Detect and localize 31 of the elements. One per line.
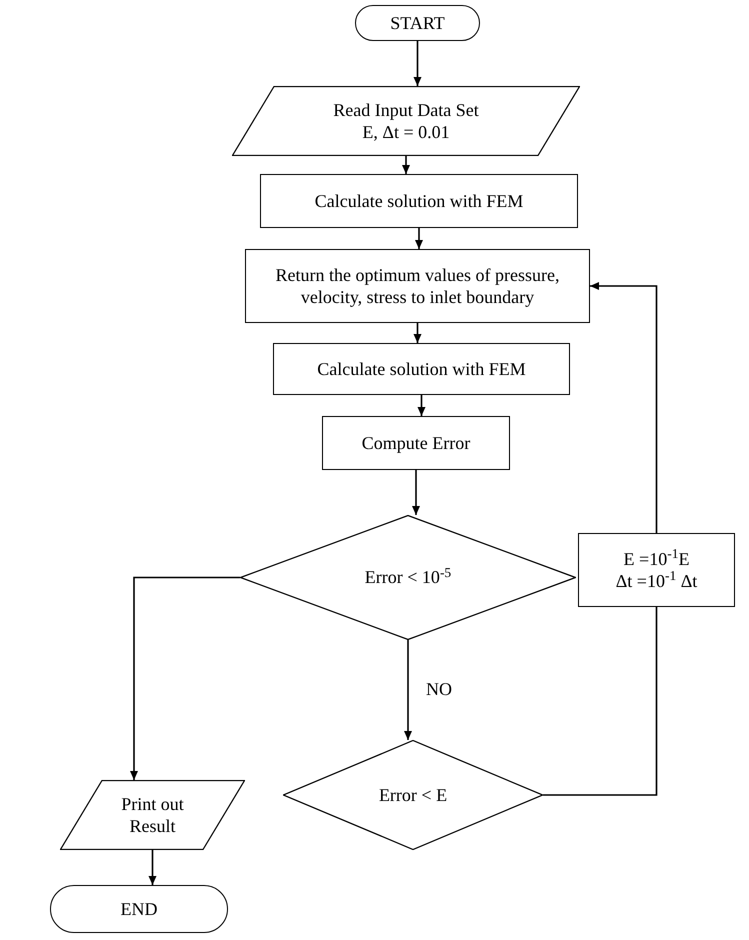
process-box xyxy=(245,249,590,323)
node-text: Print out Result xyxy=(120,792,185,838)
node-text: Read Input Data Set E, Δt = 0.01 xyxy=(332,98,480,144)
arrow xyxy=(590,282,658,533)
arrow xyxy=(148,850,156,885)
arrow xyxy=(412,470,420,515)
node-text: Return the optimum values of pressure, velocity, stress to inlet boundary xyxy=(274,264,560,308)
process-box xyxy=(578,533,735,607)
input-output-parallelogram xyxy=(232,86,580,156)
node-text: Error < E xyxy=(378,784,448,806)
arrow xyxy=(130,576,240,780)
node-text: END xyxy=(120,898,158,920)
arrow xyxy=(414,41,422,86)
node-text: Calculate solution with FEM xyxy=(317,358,526,380)
arrow xyxy=(418,395,426,416)
process-box xyxy=(273,343,570,395)
node-text: Error < 10$^{-5}$ xyxy=(364,566,452,589)
decision-diamond xyxy=(283,740,543,850)
node-text: START xyxy=(390,12,445,34)
node-text: Δt =10$^{-1}$ Δt xyxy=(616,570,698,592)
node-text: Compute Error xyxy=(362,432,470,454)
process-box xyxy=(322,416,510,470)
input-output-parallelogram xyxy=(60,780,245,850)
arrow xyxy=(402,156,410,174)
arrow xyxy=(415,228,423,249)
arrow xyxy=(414,323,422,343)
process-box xyxy=(260,174,578,228)
node-text: Calculate solution with FEM xyxy=(314,190,524,212)
arrow xyxy=(404,640,412,740)
node-text: E =10$^{-1}$E xyxy=(624,548,690,570)
decision-diamond xyxy=(240,515,576,640)
